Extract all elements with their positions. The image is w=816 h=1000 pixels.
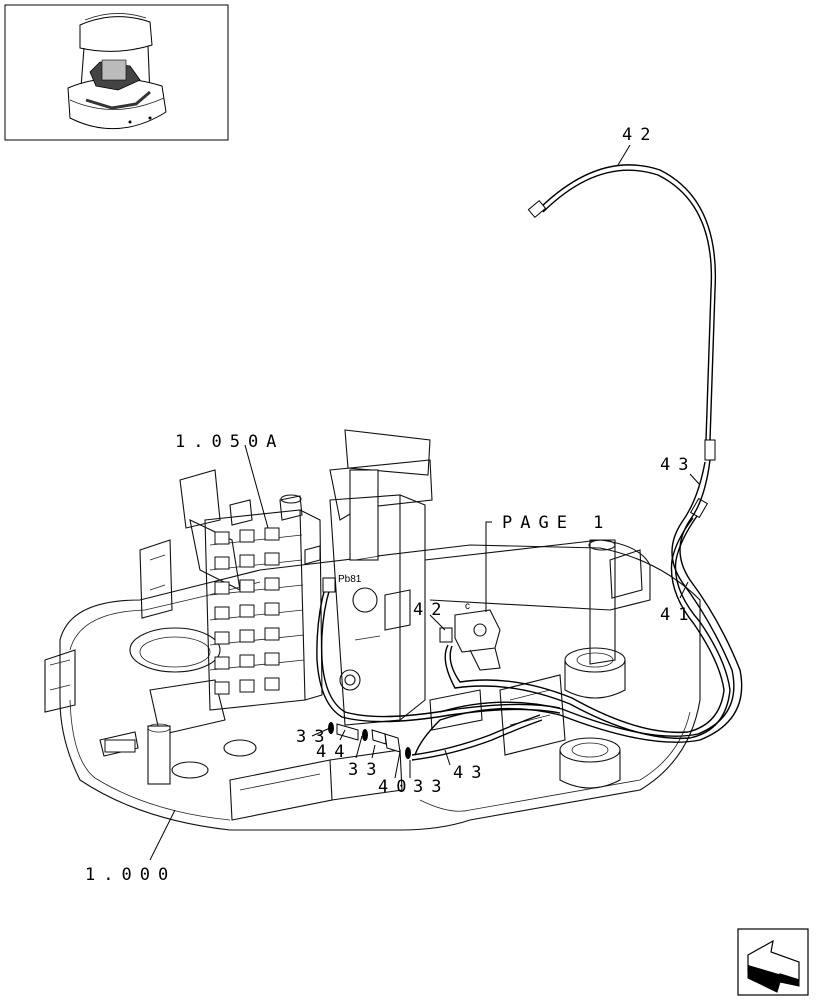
leader-lines (149, 144, 701, 861)
label-part-33-a[interactable]: 33 (296, 727, 332, 747)
label-page-ref[interactable]: PAGE 1 (502, 513, 611, 533)
control-valve-block (204, 494, 323, 711)
label-part-33-b[interactable]: 33 (348, 760, 384, 780)
callouts: 42 43 41 PAGE 1 42 1.050A 1.000 33 44 33… (85, 125, 696, 885)
label-ref-1050A[interactable]: 1.050A (175, 432, 284, 452)
label-part-33-c[interactable]: 33 (413, 777, 449, 797)
label-part-43-right[interactable]: 43 (660, 455, 696, 475)
label-part-44[interactable]: 44 (316, 742, 352, 762)
label-part-42-mid[interactable]: 42 (413, 600, 449, 620)
label-part-42-top[interactable]: 42 (622, 125, 658, 145)
next-page-arrow-icon[interactable] (737, 928, 809, 996)
fittings-cluster (328, 722, 411, 759)
tag-pb81: Pb81 (338, 574, 362, 585)
machine-frame (44, 429, 701, 831)
label-part-41[interactable]: 41 (660, 605, 696, 625)
tag-c: c (465, 601, 470, 612)
hydraulic-hoses (316, 164, 743, 761)
overview-thumbnail[interactable] (4, 4, 229, 141)
label-part-43-bottom[interactable]: 43 (453, 763, 489, 783)
valve-fitting-block (454, 609, 501, 671)
label-part-40[interactable]: 40 (378, 777, 414, 797)
label-ref-1000[interactable]: 1.000 (85, 865, 176, 885)
